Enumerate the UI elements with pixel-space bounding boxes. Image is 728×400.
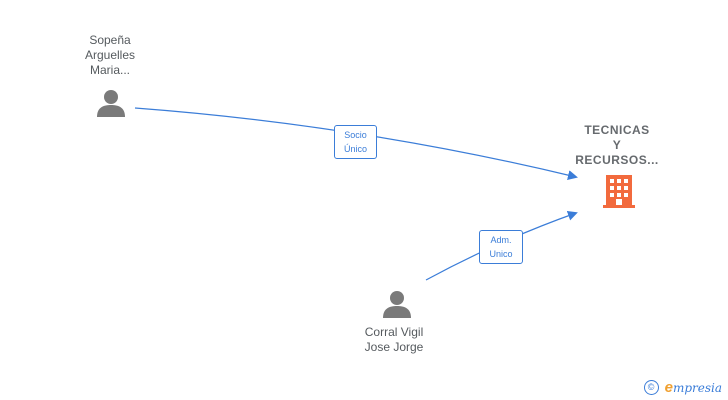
company-label-line: RECURSOS...: [575, 153, 659, 167]
person-label-line: Arguelles: [84, 48, 136, 62]
person-label-corral[interactable]: Corral Vigil Jose Jorge: [344, 325, 444, 355]
person-icon[interactable]: [382, 289, 412, 319]
edge-label-socio-unico[interactable]: Socio Único: [334, 125, 377, 159]
edge-label-line: Socio: [344, 130, 367, 140]
edge-label-line: Único: [343, 144, 367, 154]
person-icon[interactable]: [96, 88, 126, 118]
brand-name: mpresia: [672, 380, 722, 395]
person-label-line: Jose Jorge: [364, 340, 424, 354]
person-label-sopena[interactable]: Sopeña Arguelles Maria...: [60, 33, 160, 78]
building-icon[interactable]: [603, 173, 635, 209]
edge-label-line: Adm.: [490, 235, 512, 245]
company-label-line: TECNICAS: [584, 123, 650, 137]
edge-label-adm-unico[interactable]: Adm. Unico: [479, 230, 523, 264]
copyright-icon: ©: [643, 380, 659, 395]
company-label-line: Y: [612, 138, 622, 152]
brand-initial: e: [664, 379, 673, 396]
person-label-line: Corral Vigil: [364, 325, 424, 339]
edge-label-line: Unico: [489, 249, 513, 259]
person-label-line: Maria...: [89, 63, 130, 77]
person-label-line: Sopeña: [89, 33, 131, 47]
company-label[interactable]: TECNICAS Y RECURSOS...: [562, 123, 672, 168]
empresia-logo[interactable]: © e mpresia: [643, 379, 722, 396]
